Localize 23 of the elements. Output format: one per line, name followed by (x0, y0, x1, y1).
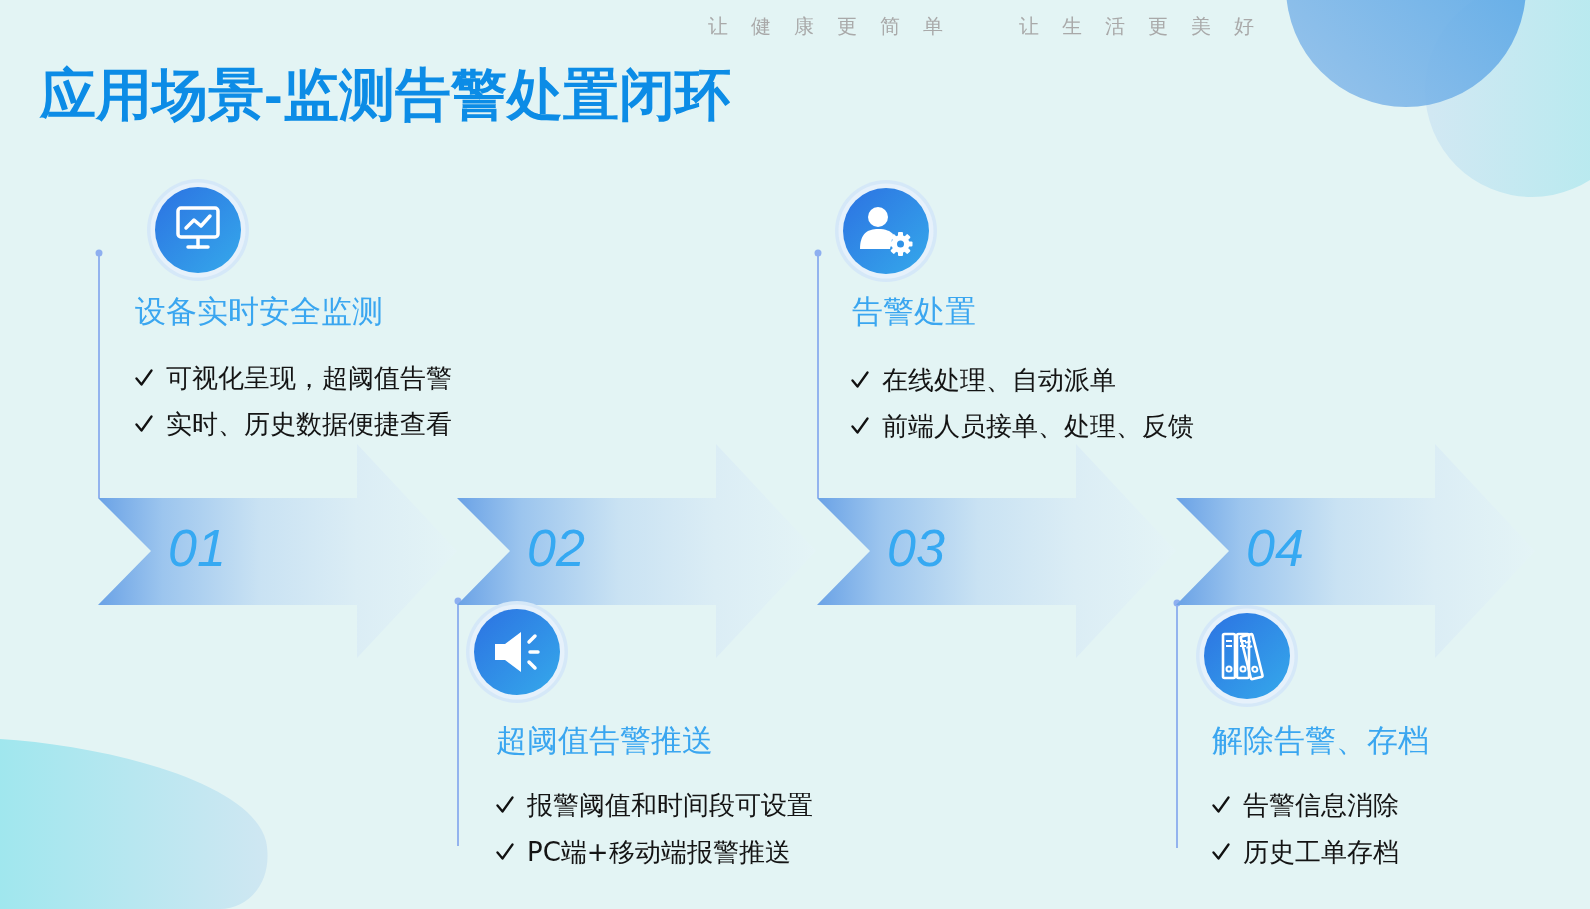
bullet-text: 历史工单存档 (1243, 836, 1399, 869)
tagline-text: 让健康更简单 (708, 13, 966, 40)
step-number: 04 (1246, 518, 1304, 578)
step-heading: 告警处置 (852, 292, 976, 331)
step-heading: 超阈值告警推送 (496, 721, 713, 760)
step-number: 03 (887, 518, 945, 578)
bullet-text: 报警阈值和时间段可设置 (527, 789, 813, 822)
connector-line (95, 249, 103, 499)
step-number: 02 (527, 518, 585, 578)
slide-title: 应用场景-监测告警处置闭环 (40, 62, 731, 128)
bullet-text: 在线处理、自动派单 (882, 364, 1116, 397)
bullet-text: 可视化呈现，超阈值告警 (166, 362, 452, 395)
bullet-text: PC端+移动端报警推送 (527, 836, 791, 869)
connector-line (454, 597, 462, 847)
bullet-text: 实时、历史数据便捷查看 (166, 408, 452, 441)
connector-line (814, 249, 822, 499)
step-heading: 设备实时安全监测 (135, 292, 383, 331)
step-number: 01 (168, 518, 226, 578)
bullet-text: 前端人员接单、处理、反馈 (882, 410, 1194, 443)
tagline-text: 让生活更美好 (1019, 13, 1277, 40)
step-heading: 解除告警、存档 (1212, 721, 1429, 760)
connector-line (1173, 599, 1181, 849)
bullet-text: 告警信息消除 (1243, 789, 1399, 822)
